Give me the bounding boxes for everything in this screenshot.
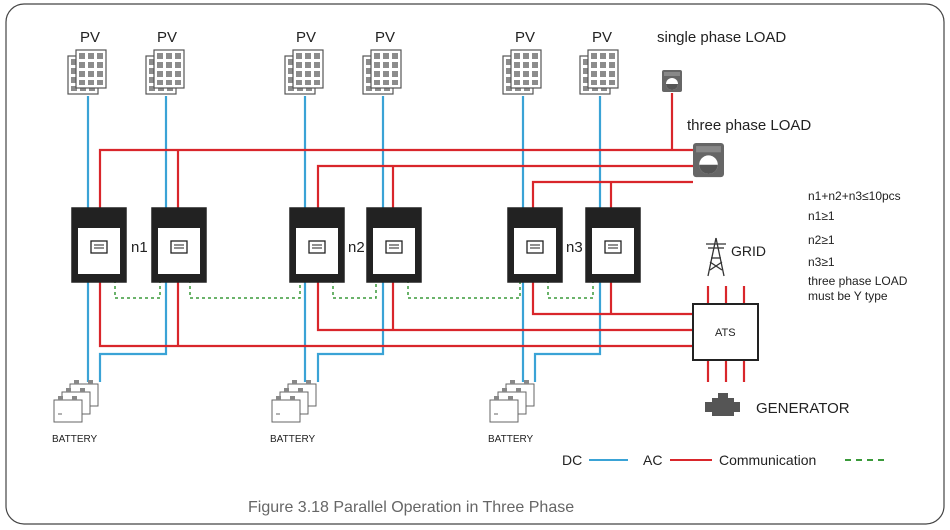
condition-line: must be Y type <box>808 289 888 303</box>
battery-icon <box>271 379 317 423</box>
dc-wiring <box>86 96 602 382</box>
battery-label: BATTERY <box>270 434 316 445</box>
ac-wiring <box>98 93 746 382</box>
condition-line: three phase LOAD <box>808 274 908 288</box>
condition-line: n1+n2+n3≤10pcs <box>808 189 901 203</box>
transmission-tower-icon <box>706 237 726 277</box>
legend-dc-label: DC <box>562 452 582 468</box>
three-phase-load-label: three phase LOAD <box>687 117 811 134</box>
pv-panel-1 <box>67 49 107 95</box>
grid-label: GRID <box>731 243 766 259</box>
group-label-n2: n2 <box>348 239 365 256</box>
condition-line: n1≥1 <box>808 209 835 223</box>
inverter-icon <box>507 207 563 283</box>
washing-machine-icon <box>693 143 724 178</box>
battery-label: BATTERY <box>52 434 98 445</box>
battery-icon <box>53 379 99 423</box>
generator-label: GENERATOR <box>756 400 850 417</box>
inverter-icon <box>585 207 641 283</box>
legend-ac-label: AC <box>643 452 662 468</box>
diagram-frame <box>5 3 945 525</box>
ats-box <box>692 303 759 361</box>
conditions-note: n1+n2+n3≤10pcs n1≥1 n2≥1 n3≥1 three phas… <box>808 189 908 303</box>
inverter-icon <box>151 207 207 283</box>
pv-panel-3 <box>284 49 324 95</box>
inverter-icon <box>366 207 422 283</box>
inverter-icon <box>289 207 345 283</box>
pv-panel-2 <box>145 49 185 95</box>
legend: DC AC Communication <box>562 452 886 468</box>
battery-label: BATTERY <box>488 434 534 445</box>
figure-caption: Figure 3.18 Parallel Operation in Three … <box>248 499 574 516</box>
pv-label: PV <box>157 29 177 46</box>
pv-panel-5 <box>502 49 542 95</box>
ats-label: ATS <box>715 327 736 339</box>
pv-label: PV <box>375 29 395 46</box>
inverter-icon <box>71 207 127 283</box>
pv-panel-4 <box>362 49 402 95</box>
washing-machine-icon <box>662 70 682 92</box>
communication-wiring <box>114 280 594 299</box>
pv-label: PV <box>296 29 316 46</box>
group-label-n3: n3 <box>566 239 583 256</box>
pv-panel-6 <box>579 49 619 95</box>
condition-line: n3≥1 <box>808 255 835 269</box>
legend-communication-label: Communication <box>719 452 816 468</box>
pv-label: PV <box>515 29 535 46</box>
battery-icon <box>489 379 535 423</box>
group-label-n1: n1 <box>131 239 148 256</box>
pv-label: PV <box>80 29 100 46</box>
condition-line: n2≥1 <box>808 233 835 247</box>
single-phase-load-label: single phase LOAD <box>657 29 786 46</box>
engine-icon <box>705 393 740 416</box>
pv-label: PV <box>592 29 612 46</box>
